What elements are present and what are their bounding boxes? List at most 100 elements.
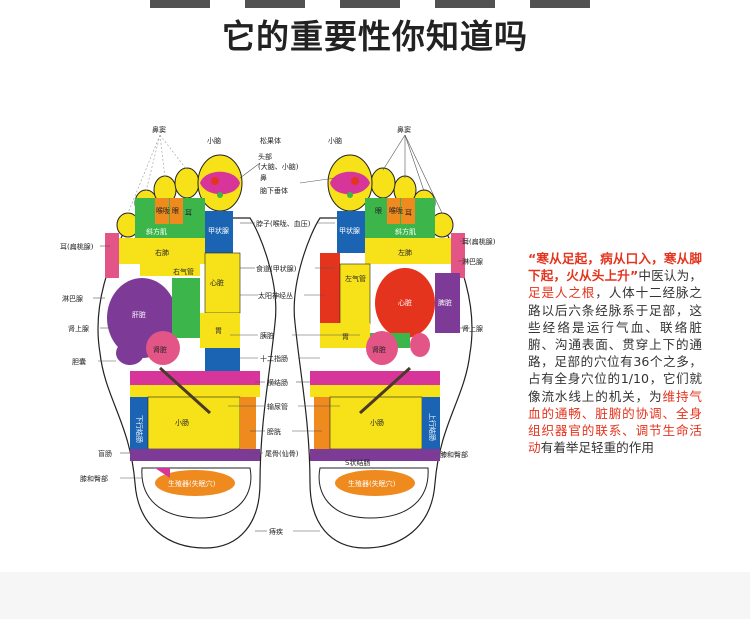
left-inner-zone xyxy=(320,253,340,323)
label-head: 头部 xyxy=(258,152,272,161)
label-pancreas: 胰脏 xyxy=(260,331,274,340)
left-kidney-zone xyxy=(366,331,398,365)
right-upper-zone xyxy=(172,278,200,338)
left-toe-2 xyxy=(370,167,396,199)
right-big-toe-head-zone xyxy=(200,171,240,195)
label-transverse-colon: 横结肠 xyxy=(267,378,288,387)
label-gallbladder: 胆囊 xyxy=(72,357,86,366)
right-trapezius-zone xyxy=(135,224,205,238)
left-ear-zone xyxy=(401,198,415,224)
left-ureter-line xyxy=(358,366,412,415)
label-ureter: 输尿管 xyxy=(267,402,288,411)
right-descending-colon-label: 下行结肠 xyxy=(135,415,144,443)
right-bronchus-label: 右气管 xyxy=(173,267,194,276)
left-lung-zone xyxy=(365,238,455,264)
label-lymph-right: 淋巴腺 xyxy=(62,294,83,303)
right-small-intestine-label: 小肠 xyxy=(175,418,189,427)
left-lung-label: 左肺 xyxy=(398,248,412,257)
label-lymph-left: 淋巴腺 xyxy=(462,257,483,266)
bottom-band xyxy=(0,572,750,619)
left-bronchus-zone xyxy=(339,263,371,325)
right-ureter-band xyxy=(130,385,260,397)
right-ear-label: 耳 xyxy=(185,209,192,217)
highlight-root: 足是人之根 xyxy=(528,285,596,301)
label-appendix: 盲肠 xyxy=(98,449,112,458)
left-ascending-colon-label: 上行结肠 xyxy=(428,413,437,441)
right-nose-dot xyxy=(217,192,223,198)
left-sigmoid-band xyxy=(310,449,440,461)
label-adrenal-right: 肾上腺 xyxy=(68,324,89,333)
right-eye-label: 眼 xyxy=(172,207,179,215)
right-thyroid-label: 甲状腺 xyxy=(208,226,229,235)
left-throat-zone xyxy=(387,198,400,224)
right-pituitary-dot xyxy=(211,177,219,185)
label-adrenal-left: 肾上腺 xyxy=(462,324,483,333)
left-ear-label: 耳 xyxy=(405,209,412,217)
right-toe-2 xyxy=(174,167,200,199)
label-bladder: 膀胱 xyxy=(267,427,281,436)
right-heart-zone xyxy=(204,252,241,314)
label-pineal: 松果体 xyxy=(260,136,281,145)
label-ear-left: 耳(扁桃腺) xyxy=(462,237,496,246)
top-clipped-banner xyxy=(150,0,600,8)
left-heart-zone xyxy=(375,268,435,338)
right-stomach-zone xyxy=(200,313,240,348)
left-stomach-label: 胃 xyxy=(342,333,349,341)
right-trapezius-label: 斜方肌 xyxy=(146,227,167,236)
right-foot: 喉咙 眼 耳 斜方肌 甲状腺 右肺 右气管 心脏 肝脏 胃 肾脏 下行结肠 小肠… xyxy=(97,154,277,549)
left-throat-label: 喉咙 xyxy=(389,206,403,215)
left-kidney-label: 肾脏 xyxy=(372,345,386,354)
label-cerebellum-right: 小脑 xyxy=(207,136,221,145)
right-kidney-label: 肾脏 xyxy=(153,345,167,354)
left-bronchus-label: 左气管 xyxy=(345,274,366,283)
right-kidney-zone xyxy=(146,331,180,365)
label-duodenum: 十二指肠 xyxy=(260,354,288,363)
left-eye-label: 眼 xyxy=(375,207,382,215)
label-sinus-right: 鼻窦 xyxy=(152,125,166,134)
right-ear-zone xyxy=(170,198,183,224)
left-thyroid-zone xyxy=(337,211,365,253)
right-lung-zone xyxy=(115,238,205,264)
left-sigmoid-label: S状结肠 xyxy=(345,458,370,467)
right-ureter-line xyxy=(158,366,212,415)
left-nose-dot xyxy=(347,192,353,198)
right-bronchus-zone xyxy=(140,264,200,276)
left-bladder-zone xyxy=(314,397,330,449)
text-segment-2: ，人体十二经脉之路以后六条经脉系于足部，这些经络是运行气血、联络脏腑、沟通表面、… xyxy=(528,285,703,404)
left-spleen-zone xyxy=(435,273,460,333)
left-foot: 喉咙 眼 耳 斜方肌 甲状腺 左肺 左气管 心脏 脾脏 胃 肾脏 上行结肠 小肠… xyxy=(293,154,473,549)
right-throat-label: 喉咙 xyxy=(156,206,170,215)
right-liver-label: 肝脏 xyxy=(132,310,146,319)
label-knee-left: 膝和臀部 xyxy=(440,450,468,459)
callout-lines xyxy=(93,134,470,532)
right-descending-colon-zone xyxy=(130,397,148,449)
label-brain: (大脑、小脑) xyxy=(258,162,299,171)
left-transverse-colon-zone xyxy=(310,371,440,385)
right-lung-label: 右肺 xyxy=(155,248,169,257)
page-title: 它的重要性你知道吗 xyxy=(222,17,528,56)
label-nose: 鼻 xyxy=(260,173,267,182)
proverb-quote: “寒从足起，病从口入，寒从脚下起，火从头上升” xyxy=(528,251,702,284)
left-ureter-band xyxy=(310,385,440,397)
label-pituitary: 脑下垂体 xyxy=(260,186,288,195)
right-heart-label: 心脏 xyxy=(210,278,224,287)
highlight-functions: 维持气血的通畅、脏腑的协调、全身组织器官的联系、调节生命活动 xyxy=(528,388,703,456)
right-heel-accent xyxy=(155,468,170,478)
left-genital-label: 生殖器(失眠穴) xyxy=(348,479,396,488)
left-genital-zone xyxy=(335,470,415,496)
right-small-intestine-zone xyxy=(147,396,241,450)
right-sigmoid-band xyxy=(130,449,260,461)
right-gallbladder-zone xyxy=(116,341,144,365)
label-neck: 脖子(喉咙、血压) xyxy=(256,219,311,228)
left-stomach-zone xyxy=(320,323,370,348)
right-ear-edge-zone xyxy=(105,233,119,278)
label-coccyx: 尾骨(仙骨) xyxy=(265,449,299,458)
label-cerebellum-left: 小脑 xyxy=(328,136,342,145)
text-segment-3: 有着举足轻重的作用 xyxy=(540,440,654,456)
left-big-toe-head-zone xyxy=(330,171,370,195)
left-pituitary-dot xyxy=(351,177,359,185)
label-solar-plexus: 太阳神经丛 xyxy=(258,291,293,300)
left-small-intestine-label: 小肠 xyxy=(370,418,384,427)
description-paragraph: “寒从足起，病从口入，寒从脚下起，火从头上升”中医认为，足是人之根，人体十二经脉… xyxy=(528,250,702,456)
left-trapezius-zone xyxy=(365,224,435,238)
